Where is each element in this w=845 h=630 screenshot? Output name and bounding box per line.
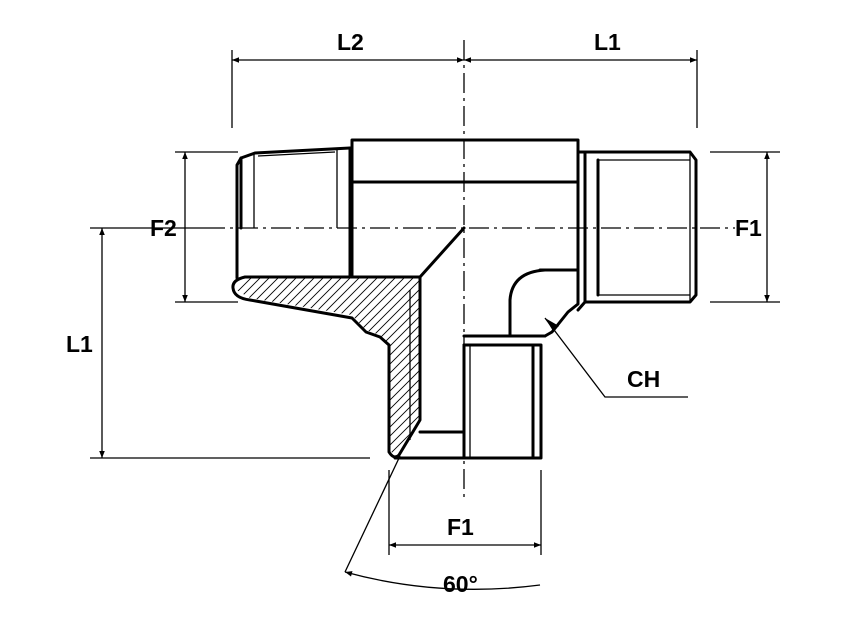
hatch-line <box>0 250 9 500</box>
hatch-line <box>233 277 325 455</box>
hatch-line <box>233 277 388 455</box>
hatch-line <box>343 277 420 455</box>
hatch-line <box>0 250 162 500</box>
hatch-line <box>271 277 420 455</box>
hatch-line <box>233 277 370 455</box>
label-ch: CH <box>627 366 660 392</box>
hatch-line <box>233 277 420 455</box>
hatch-line <box>0 250 27 500</box>
right-thread-outline <box>576 150 587 312</box>
label-l1-left: L1 <box>66 331 93 357</box>
hatch-line <box>233 277 235 455</box>
hex-body-outline <box>350 138 580 230</box>
hatch-line <box>641 250 845 500</box>
hatch-line <box>233 277 280 455</box>
label-f1-bottom: F1 <box>447 514 474 540</box>
label-f1-right: F1 <box>735 215 762 241</box>
label-l1-top: L1 <box>594 29 621 55</box>
hatch-line <box>280 277 420 455</box>
hatch-line <box>235 277 420 455</box>
hatch-line <box>0 250 144 500</box>
hatch-line <box>0 250 198 500</box>
hatch-line <box>233 277 316 455</box>
dimension-labels: L2 L1 F2 F1 L1 CH F1 60° <box>66 29 762 597</box>
hatch-line <box>233 277 307 455</box>
hatch-line <box>0 250 81 500</box>
hatch-line <box>233 277 244 455</box>
hatch-line <box>244 277 420 455</box>
label-angle: 60° <box>443 571 478 597</box>
hatch-line <box>233 277 406 455</box>
hatch-line <box>0 250 18 500</box>
hatch-line <box>0 250 36 500</box>
hatch-line <box>0 250 72 500</box>
section-outline <box>231 275 422 459</box>
hatch-line <box>0 250 90 500</box>
hatch-line <box>233 277 289 455</box>
hatch-line <box>233 277 298 455</box>
hatch-line <box>0 250 180 500</box>
angle-arc <box>344 571 541 590</box>
label-f2: F2 <box>150 215 177 241</box>
hatch-line <box>0 250 126 500</box>
hatch-line <box>233 277 334 455</box>
hatch-line <box>0 250 99 500</box>
hatch-line <box>233 277 352 455</box>
hatch-line <box>0 250 135 500</box>
hatch-line <box>0 250 63 500</box>
center-lines <box>205 40 735 500</box>
hatch-line <box>253 277 420 455</box>
hatch-line <box>233 277 415 455</box>
hatch-line <box>0 250 189 500</box>
hatch-line <box>0 250 225 500</box>
label-l2: L2 <box>337 29 364 55</box>
hatch-line <box>0 250 45 500</box>
hatch-line <box>0 250 54 500</box>
extension-lines <box>90 50 780 555</box>
ch-leader <box>544 317 688 398</box>
hatch-line <box>233 277 420 455</box>
hatch-line <box>0 250 117 500</box>
hatch-line <box>233 277 420 455</box>
hatch-line <box>233 277 361 455</box>
hatch-line <box>569 250 819 500</box>
hatch-line <box>233 277 397 455</box>
hatch-line <box>0 250 153 500</box>
hatch-line <box>233 277 379 455</box>
hatch-line <box>316 277 420 455</box>
hatch-line <box>470 250 720 500</box>
hatch-line <box>0 250 207 500</box>
hatch-line <box>233 277 420 455</box>
hatch-line <box>0 250 216 500</box>
fitting-outline <box>235 138 698 460</box>
hatch-line <box>379 277 420 455</box>
hatch-line <box>587 250 837 500</box>
hatch-line <box>479 250 729 500</box>
hatch-line <box>0 250 171 500</box>
hatch-line <box>632 250 845 500</box>
hatch-line <box>488 250 738 500</box>
hatch-line <box>233 277 253 455</box>
hatch-line <box>307 277 420 455</box>
hatch-line <box>0 250 108 500</box>
hatch-line <box>334 277 420 455</box>
hatch-line <box>289 277 420 455</box>
hatch-line <box>233 277 262 455</box>
dimension-lines <box>99 57 770 590</box>
hatch-line <box>233 277 343 455</box>
hatch-line <box>361 277 420 455</box>
hex-corner <box>508 226 580 338</box>
angle-leader <box>344 455 401 573</box>
hatch-line <box>233 277 420 455</box>
hatch-line <box>325 277 420 455</box>
bottom-thread-outline <box>393 343 543 460</box>
hatch-line <box>397 277 420 455</box>
hatch-line <box>233 277 420 455</box>
hatch-line <box>578 250 828 500</box>
